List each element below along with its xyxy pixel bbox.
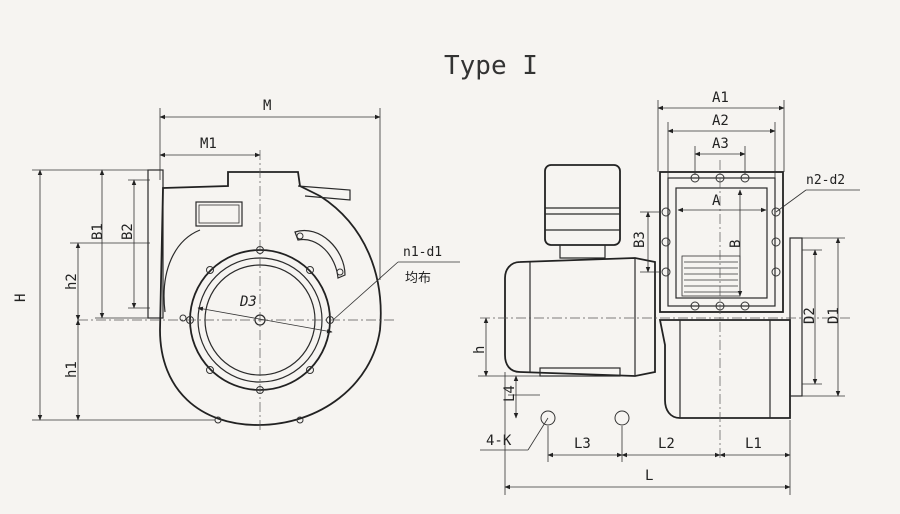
n2-d2-leader [775, 189, 807, 213]
plate-screw [336, 268, 344, 276]
b2-label: B2 [120, 223, 136, 240]
l2-label: L2 [658, 436, 675, 452]
motor-junction-box [544, 164, 621, 246]
motor-foot [539, 367, 621, 377]
a2-label: A2 [712, 113, 729, 129]
fan-housing-side [658, 319, 791, 419]
h1-label: h1 [64, 361, 80, 378]
b3-label: B3 [632, 231, 648, 248]
n2-d2-label: n2-d2 [806, 173, 845, 188]
d3-dimension-line [197, 306, 333, 334]
l3-label: L3 [574, 436, 591, 452]
motor-body [504, 257, 656, 377]
n1-d1-note: 均布 [405, 271, 431, 286]
h2-label: h2 [64, 273, 80, 290]
d1-label: D1 [826, 307, 842, 324]
b1-label: B1 [90, 223, 106, 240]
nameplate [195, 201, 243, 227]
foot-bolt-hole [540, 410, 556, 426]
nameplate-inner [198, 204, 240, 224]
a3-label: A3 [712, 136, 729, 152]
box-neck [559, 245, 606, 259]
base-bolt [296, 416, 304, 424]
n1-d1-label: n1-d1 [403, 245, 442, 260]
rotation-plate [294, 229, 346, 279]
base-bolt [179, 314, 187, 322]
outlet-flange [147, 169, 164, 319]
inlet-flange-side [789, 237, 803, 397]
connector-tab [297, 185, 351, 201]
front-view: D3 n1-d1 均布 M M1 H h1 h2 B1 B2 [13, 98, 460, 432]
l4-label: L4 [502, 385, 518, 402]
a1-label: A1 [712, 90, 729, 106]
outlet-flange-square [659, 171, 784, 313]
d3-label: D3 [239, 294, 257, 310]
plate-screw [296, 232, 304, 240]
side-view: A1 A2 A3 A B B3 n2-d2 D1 D2 [472, 90, 860, 495]
housing-inner-line [163, 229, 201, 313]
foot-bolt-hole [614, 410, 630, 426]
m-label: M [263, 98, 271, 114]
l-label: L [645, 468, 653, 484]
scroll-housing [159, 171, 382, 426]
d2-label: D2 [802, 307, 818, 324]
outlet-opening [675, 187, 768, 299]
l1-label: L1 [745, 436, 762, 452]
h-label: H [13, 294, 29, 302]
impeller-blades [684, 261, 738, 293]
h-small-label: h [472, 346, 488, 354]
n1-d1-leader [332, 261, 399, 321]
drawing-title: Type I [444, 51, 538, 81]
k-leader [527, 417, 549, 451]
k-label: 4-K [486, 433, 512, 449]
b-label: B [728, 240, 744, 248]
m1-label: M1 [200, 136, 217, 152]
a-label: A [712, 193, 721, 209]
outlet-flange-inner [667, 177, 776, 307]
outlet-bolts [661, 173, 781, 311]
